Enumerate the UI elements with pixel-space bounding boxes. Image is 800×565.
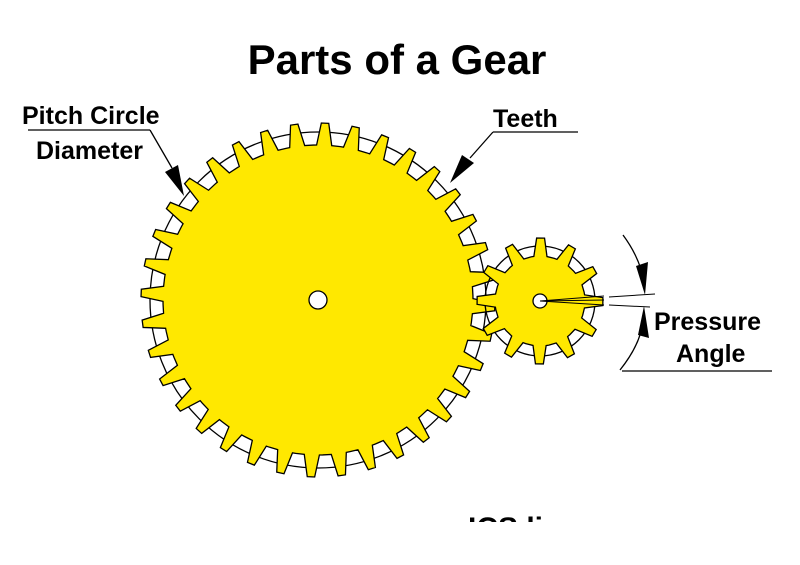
pitch-arrow-icon — [165, 165, 184, 196]
angle-label: Angle — [676, 340, 746, 368]
pressure-label: Pressure — [654, 308, 761, 336]
cut-off-text: ICS line — [468, 512, 578, 545]
pressure-angle-lines — [539, 293, 656, 308]
pressure-angle-arc — [619, 234, 772, 372]
diagram-title: Parts of a Gear — [248, 36, 547, 83]
teeth-leader — [450, 131, 578, 183]
pressure-arrow-up-icon — [638, 306, 649, 338]
teeth-arrow-icon — [450, 155, 474, 183]
pitch-circle-label: Pitch Circle — [22, 102, 160, 130]
large-gear — [140, 122, 496, 478]
large-gear-bore — [308, 290, 328, 310]
diameter-label: Diameter — [36, 137, 143, 165]
pressure-arrow-down-icon — [636, 262, 648, 295]
teeth-label: Teeth — [493, 105, 558, 133]
pitch-circle-leader — [28, 129, 184, 196]
